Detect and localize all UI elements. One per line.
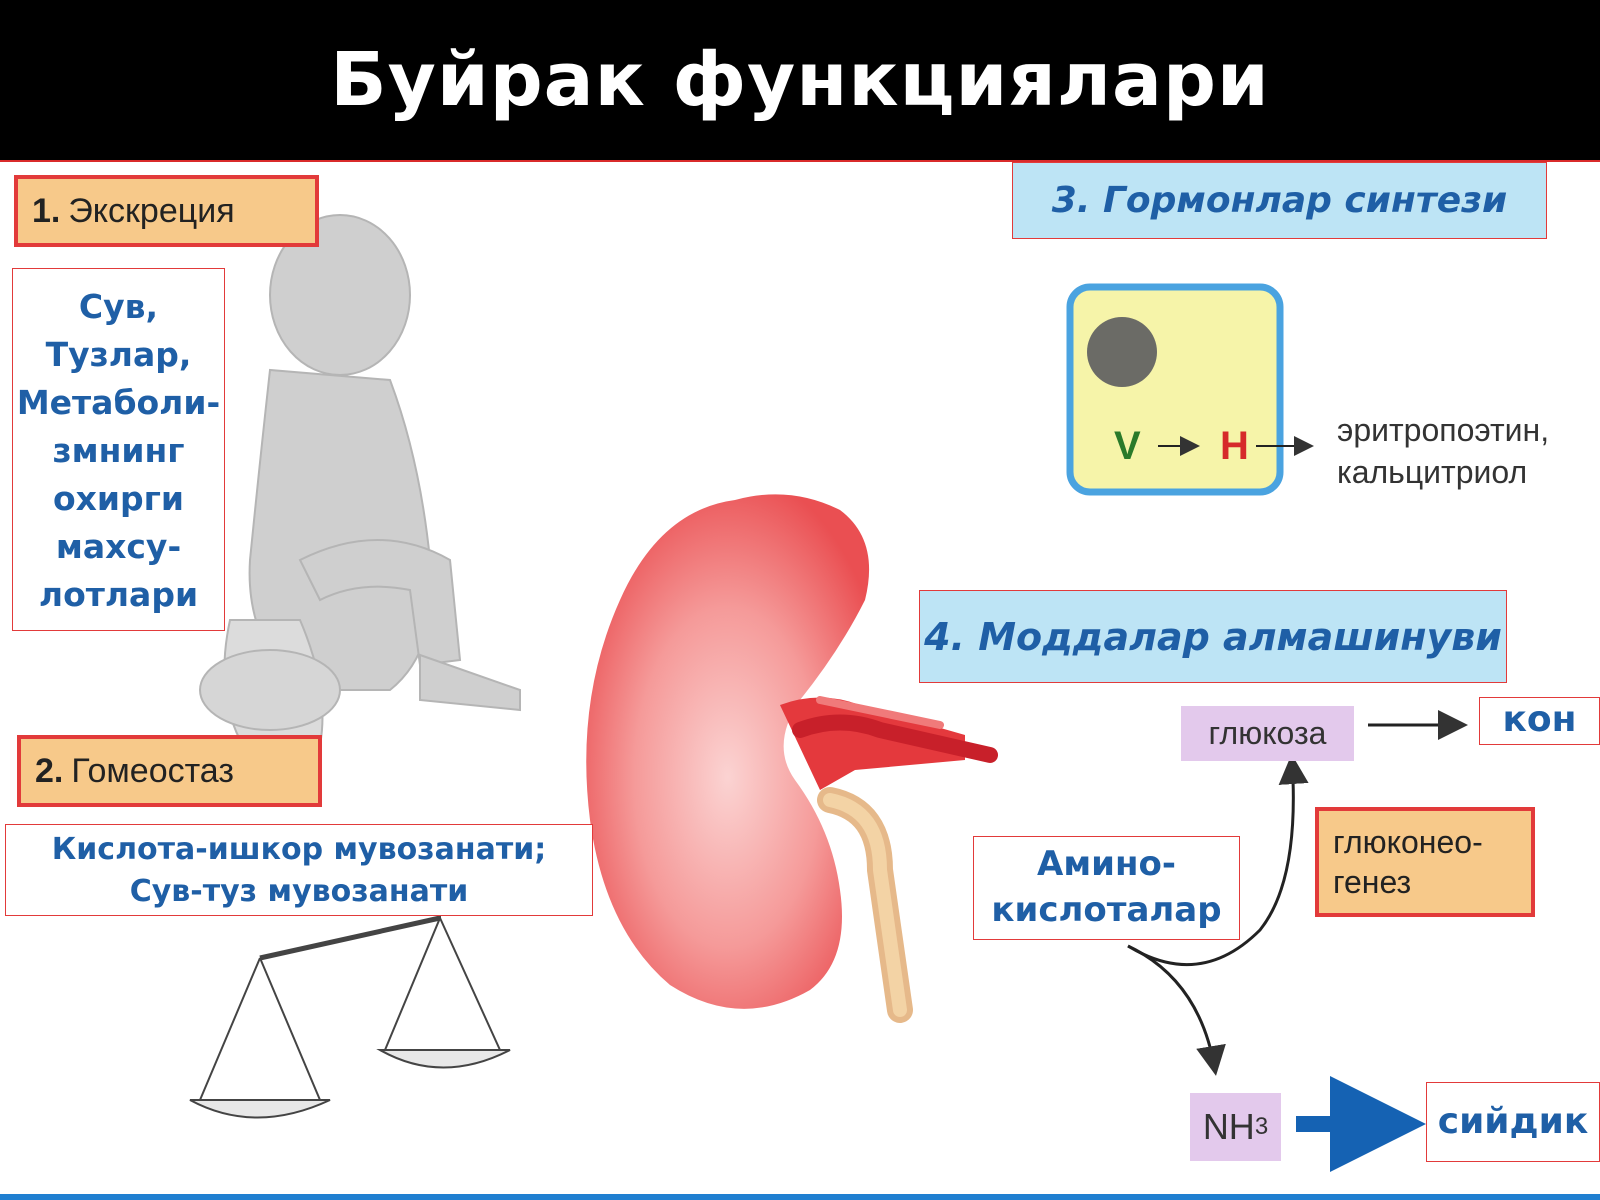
homeostasis-box: Кислота-ишкор мувозанати; Сув-туз мувоза…	[5, 824, 593, 916]
title-bar	[0, 0, 1600, 162]
homeostasis-label: Гомеостаз	[71, 751, 234, 790]
glucose-tag: глюкоза	[1181, 706, 1354, 761]
homeostasis-number: 2.	[35, 751, 64, 790]
hormone-product: кальцитриол	[1337, 454, 1528, 490]
amino-acids-box: Амино- кислоталар	[973, 836, 1240, 940]
gluconeogenesis-tag: глюконео- генез	[1315, 807, 1535, 917]
excretion-item: лотлари	[38, 575, 199, 614]
cell-h-label: H	[1220, 424, 1249, 468]
excretion-item: Метаболи-	[16, 383, 221, 422]
urine-box: сийдик	[1426, 1082, 1600, 1162]
homeostasis-tag: 2. Гомеостаз	[17, 735, 322, 807]
gluconeogenesis-line: генез	[1333, 864, 1412, 900]
blood-vessels	[780, 696, 998, 790]
cell-v-label: V	[1114, 424, 1141, 468]
ammonia-subscript: 3	[1254, 1113, 1269, 1140]
amino-line: Амино-	[1037, 844, 1176, 884]
excretion-label: Экскреция	[68, 191, 235, 230]
excretion-item: махсу-	[55, 527, 182, 566]
excretion-tag: 1. Экскреция	[14, 175, 319, 247]
gluconeogenesis-line: глюконео-	[1333, 824, 1483, 860]
excretion-item: Тузлар,	[45, 335, 192, 374]
excretion-number: 1.	[32, 191, 61, 230]
homeostasis-line: Сув-туз мувозанати	[129, 874, 469, 909]
child-figure	[199, 214, 521, 747]
nucleus	[1087, 317, 1157, 387]
hormone-synthesis-label: 3. Гормонлар синтези	[1012, 162, 1547, 239]
illustration	[189, 214, 1468, 1172]
excretion-item: змнинг	[52, 431, 185, 470]
bottom-line	[0, 1194, 1600, 1200]
blood-box: кон	[1479, 697, 1600, 745]
amino-line: кислоталар	[991, 890, 1222, 930]
excretion-items-box: Сув, Тузлар, Метаболи- змнинг охирги мах…	[12, 268, 225, 631]
ammonia-base: NH	[1202, 1106, 1255, 1147]
excretion-item: Сув,	[78, 287, 159, 326]
hormone-product: эритропоэтин,	[1337, 412, 1550, 448]
kidney	[586, 494, 870, 1009]
homeostasis-line: Кислота-ишкор мувозанати;	[51, 832, 547, 867]
scales	[189, 905, 511, 1119]
page-title: Буйрак функциялари	[330, 37, 1270, 123]
excretion-item: охирги	[52, 479, 185, 518]
metabolism-label: 4. Моддалар алмашинуви	[919, 590, 1507, 683]
